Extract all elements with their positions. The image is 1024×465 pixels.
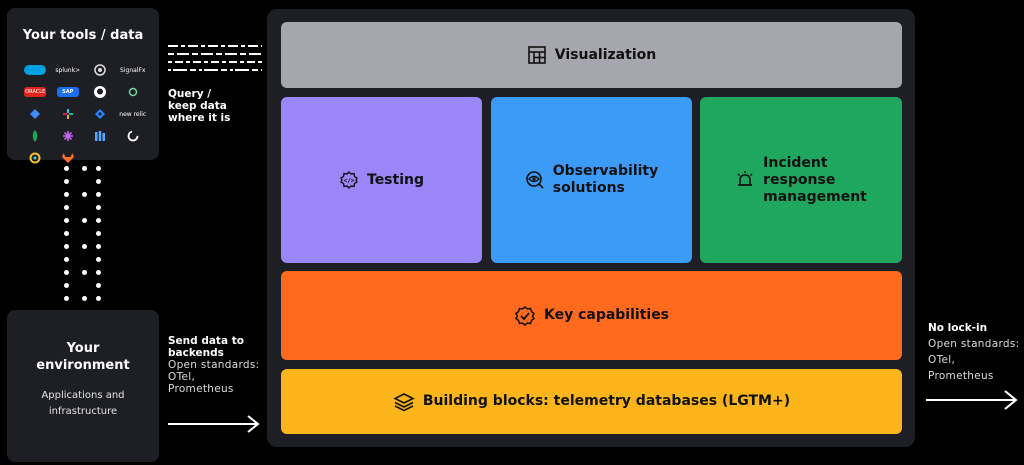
connector-dot bbox=[64, 244, 69, 249]
connector-dot bbox=[82, 270, 87, 275]
connector-dot bbox=[96, 218, 101, 223]
connector-dot bbox=[96, 257, 101, 262]
environment-subtitle-line2: infrastructure bbox=[48, 406, 118, 417]
environment-subtitle: Applications and infrastructure bbox=[7, 388, 159, 420]
connector-dot bbox=[64, 270, 69, 275]
table-chart-icon bbox=[527, 46, 546, 64]
alarm-bell-icon bbox=[737, 171, 753, 186]
tools-panel: Your tools / data splunk> SignalFx ORACL… bbox=[7, 8, 159, 164]
connector-dot bbox=[64, 166, 69, 171]
connector-dot bbox=[82, 218, 87, 223]
connector-dot bbox=[96, 231, 101, 236]
appdynamics-logo bbox=[21, 150, 50, 166]
send-line5: Prometheus bbox=[168, 383, 234, 395]
github-logo bbox=[86, 84, 115, 100]
send-line2: backends bbox=[168, 347, 224, 359]
query-line2: keep data bbox=[168, 100, 227, 112]
observability-block: Observability solutions bbox=[491, 97, 692, 263]
connector-dot bbox=[96, 296, 101, 301]
incident-line3: management bbox=[763, 188, 867, 205]
send-line1: Send data to bbox=[168, 335, 244, 347]
mongodb-logo bbox=[21, 128, 50, 144]
connector-dot bbox=[82, 244, 87, 249]
query-dashed-connector bbox=[168, 45, 262, 71]
badge-check-icon bbox=[514, 305, 535, 326]
query-line3: where it is bbox=[168, 112, 231, 124]
connector-dot bbox=[64, 179, 69, 184]
send-label: Send data to backends Open standards: OT… bbox=[168, 335, 259, 395]
incident-line1: Incident bbox=[763, 154, 828, 171]
connector-dot bbox=[96, 179, 101, 184]
environment-title-line2: environment bbox=[36, 358, 130, 373]
connector-dot bbox=[96, 166, 101, 171]
dotted-connector bbox=[64, 162, 106, 308]
connector-dot bbox=[96, 270, 101, 275]
lockin-line2: Open standards: bbox=[928, 338, 1020, 350]
key-capabilities-label: Key capabilities bbox=[543, 307, 670, 323]
visualization-label: Visualization bbox=[554, 46, 657, 63]
connector-dot bbox=[96, 244, 101, 249]
key-capabilities-block: Key capabilities bbox=[281, 271, 902, 360]
incident-line2: response bbox=[763, 171, 836, 188]
oracle-logo: ORACLE bbox=[24, 87, 47, 97]
observability-label: Observability solutions bbox=[553, 163, 658, 197]
dashboard-logo bbox=[86, 128, 115, 144]
sap-logo: SAP bbox=[54, 84, 83, 100]
lockin-line3: OTel, bbox=[928, 354, 956, 366]
splunk-logo: splunk> bbox=[55, 66, 81, 74]
lockin-label: No lock-in Open standards: OTel, Prometh… bbox=[928, 320, 1019, 384]
connector-dot bbox=[64, 283, 69, 288]
signalfx-logo: SignalFx bbox=[120, 66, 146, 74]
jira-logo bbox=[21, 106, 50, 122]
gear-code-icon: </> bbox=[340, 171, 358, 189]
send-arrow-icon bbox=[168, 415, 260, 433]
datadog-logo bbox=[86, 62, 115, 78]
observability-line2: solutions bbox=[552, 180, 625, 196]
snowflake-logo bbox=[54, 128, 83, 144]
connector-dot bbox=[96, 192, 101, 197]
environment-title-line1: Your bbox=[66, 341, 100, 356]
svg-text:</>: </> bbox=[344, 178, 355, 185]
tool-logos: splunk> SignalFx ORACLE SAP new relic bbox=[21, 62, 147, 166]
eye-search-icon bbox=[525, 171, 544, 189]
connector-dot bbox=[82, 166, 87, 171]
connector-dot bbox=[64, 231, 69, 236]
slack-logo bbox=[54, 106, 83, 122]
environment-subtitle-line1: Applications and bbox=[41, 390, 125, 401]
connector-dot bbox=[64, 205, 69, 210]
connector-dot bbox=[64, 192, 69, 197]
building-blocks-label: Building blocks: telemetry databases (LG… bbox=[422, 393, 791, 409]
honeycomb-logo bbox=[119, 128, 148, 144]
send-line3: Open standards: bbox=[168, 359, 260, 371]
gitlab-logo bbox=[54, 150, 83, 166]
send-line4: OTel, bbox=[168, 371, 196, 383]
jira-software-logo bbox=[86, 106, 115, 122]
grafana-logo bbox=[119, 84, 148, 100]
connector-dot bbox=[96, 283, 101, 288]
connector-dot bbox=[64, 218, 69, 223]
environment-panel: Your environment Applications and infras… bbox=[7, 310, 159, 462]
layers-icon bbox=[393, 392, 415, 411]
connector-dot bbox=[64, 257, 69, 262]
query-line1: Query / bbox=[168, 88, 212, 100]
connector-dot bbox=[82, 192, 87, 197]
environment-title: Your environment bbox=[7, 340, 159, 374]
connector-dot bbox=[96, 205, 101, 210]
tools-title: Your tools / data bbox=[22, 28, 144, 43]
incident-label: Incident response management bbox=[763, 155, 867, 206]
connector-dot bbox=[82, 296, 87, 301]
connector-dot bbox=[64, 296, 69, 301]
newrelic-logo: new relic bbox=[119, 110, 147, 118]
lockin-arrow-icon bbox=[926, 390, 1018, 410]
visualization-block: Visualization bbox=[281, 22, 902, 88]
salesforce-logo bbox=[21, 62, 50, 78]
observability-line1: Observability bbox=[552, 163, 659, 179]
lockin-line1: No lock-in bbox=[928, 322, 988, 334]
query-label: Query / keep data where it is bbox=[168, 88, 230, 124]
testing-label: Testing bbox=[367, 171, 424, 188]
building-blocks-block: Building blocks: telemetry databases (LG… bbox=[281, 369, 902, 434]
incident-block: Incident response management bbox=[700, 97, 902, 263]
testing-block: </> Testing bbox=[281, 97, 482, 263]
lockin-line4: Prometheus bbox=[928, 370, 994, 382]
